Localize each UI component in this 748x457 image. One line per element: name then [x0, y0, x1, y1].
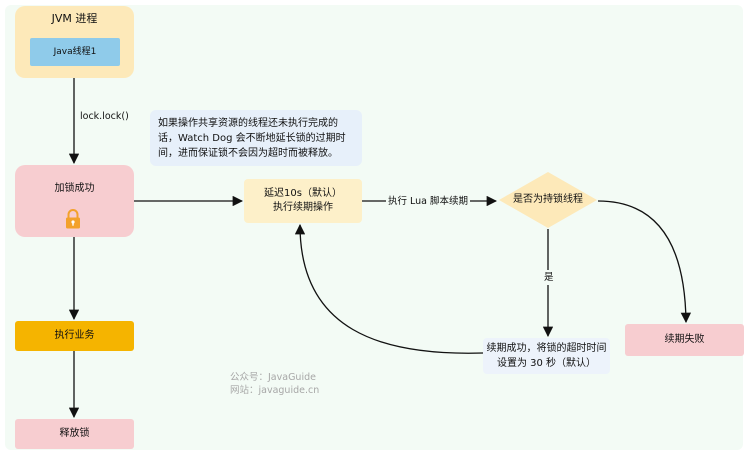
delay-renew-box: 延迟10s（默认） 执行续期操作: [244, 179, 362, 223]
release-lock-box: 释放锁: [15, 419, 134, 449]
decision-diamond: [499, 172, 597, 228]
delay-label: 延迟10s（默认）: [264, 188, 342, 199]
watermark-line-1: 公众号：JavaGuide: [230, 372, 316, 383]
renew-fail-label: 续期失败: [664, 334, 705, 345]
note-line-1: 如果操作共享资源的线程还未执行完成的: [158, 117, 338, 129]
edge-label-lua-renew: 执行 Lua 脚本续期: [386, 195, 471, 208]
execute-business-label: 执行业务: [54, 330, 95, 341]
jvm-process-title: JVM 进程: [51, 12, 98, 25]
note-line-3: 间，进而保证锁不会因为超时而被释放。: [158, 147, 338, 159]
edge-label-lock-call: lock.lock(): [80, 111, 129, 122]
release-lock-label: 释放锁: [59, 428, 90, 439]
lock-success-label: 加锁成功: [54, 183, 95, 194]
execute-business-box: 执行业务: [15, 321, 134, 351]
watermark: 公众号：JavaGuide 网站：javaguide.cn: [230, 371, 319, 397]
renew-success-box: 续期成功，将锁的超时时间 设置为 30 秒（默认）: [483, 338, 610, 374]
arrow-decision-to-fail: [597, 200, 692, 324]
decision-label-wrap: 是否为持锁线程: [498, 171, 598, 229]
java-thread-label: Java线程1: [53, 47, 97, 57]
arrow-success-loop-back: [294, 223, 484, 354]
renew-fail-box: 续期失败: [625, 324, 744, 356]
decision-label: 是否为持锁线程: [513, 194, 583, 205]
renew-operation-label: 执行续期操作: [273, 202, 333, 213]
renew-success-line-1: 续期成功，将锁的超时时间: [486, 343, 607, 354]
note-line-2: 话，Watch Dog 会不断地延长锁的过期时: [158, 132, 346, 144]
java-thread-box: Java线程1: [30, 38, 120, 66]
renew-success-line-2: 设置为 30 秒（默认）: [496, 358, 597, 369]
watchdog-note: 如果操作共享资源的线程还未执行完成的 话，Watch Dog 会不断地延长锁的过…: [150, 110, 362, 166]
lock-icon: [66, 209, 80, 229]
watermark-line-2: 网站：javaguide.cn: [230, 385, 320, 396]
edge-label-yes: 是: [543, 270, 555, 285]
